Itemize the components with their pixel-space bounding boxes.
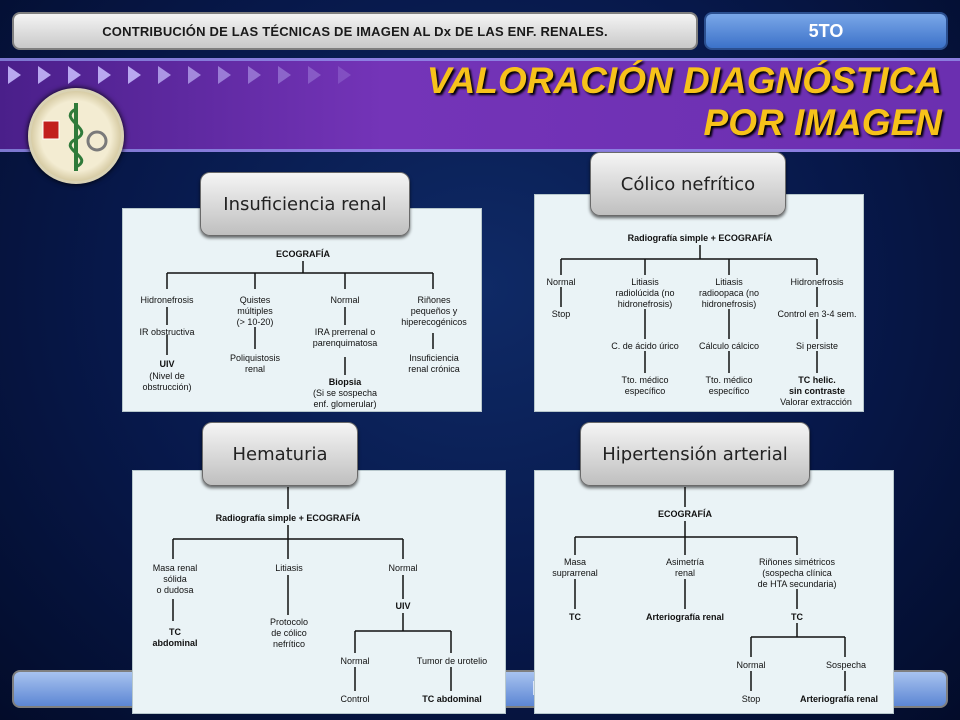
flow-node: Biopsia	[328, 377, 362, 387]
flow-node: Sospecha	[825, 660, 867, 670]
flow-node: TC	[569, 612, 581, 622]
flow-node: Normal	[388, 563, 418, 573]
flowchart-connectors	[172, 487, 452, 691]
chevron-icon	[278, 66, 291, 84]
flow-node: UIV	[395, 601, 411, 611]
flow-node: Riñones simétricos (sospecha clínica de …	[757, 557, 837, 589]
flow-node: TC abdominal	[152, 627, 198, 648]
caduceus-icon	[42, 103, 108, 171]
flow-node: Valorar extracción	[780, 397, 852, 407]
flow-node: Normal	[546, 277, 576, 287]
slide-title-line2: POR IMAGEN	[703, 102, 942, 143]
chevron-icon	[308, 66, 321, 84]
chevron-icon	[188, 66, 201, 84]
flow-node: Masa renal sólida o dudosa	[152, 563, 198, 595]
flow-node: UIV	[159, 359, 175, 369]
flow-node: Tto. médico específico	[705, 375, 753, 396]
grade-label: 5TO	[808, 20, 844, 41]
flowchart-hematuria: Radiografía simple + ECOGRAFÍA Masa rena…	[132, 470, 506, 714]
flow-node: Riñones pequeños y hiperecogénicos	[401, 295, 467, 327]
flow-node: TC helic. sin contraste	[788, 375, 846, 396]
flow-node: Normal	[736, 660, 766, 670]
chevron-icon	[248, 66, 261, 84]
chevron-icon	[38, 66, 51, 84]
flow-node: Hidronefrosis	[140, 295, 194, 305]
flow-node: Litiasis radiolúcida (no hidronefrosis)	[615, 277, 675, 309]
chevron-icon	[338, 66, 351, 84]
flow-node: Hidronefrosis	[790, 277, 844, 287]
category-label-text: Hematuria	[232, 443, 328, 465]
flow-node: Stop	[741, 694, 761, 704]
category-label-text: Hipertensión arterial	[602, 443, 788, 465]
flow-node: TC	[791, 612, 803, 622]
flow-node: (Nivel de obstrucción)	[142, 371, 192, 392]
flowchart-insuficiencia-renal: ECOGRAFÍA Hidronefrosis Quistes múltiple…	[122, 208, 482, 412]
flow-node: Litiasis	[275, 563, 303, 573]
flow-node: Normal	[340, 656, 370, 666]
chevron-icon	[158, 66, 171, 84]
flow-node: Tto. médico específico	[621, 375, 669, 396]
slide-title: VALORACIÓN DIAGNÓSTICA POR IMAGEN	[427, 60, 942, 144]
flow-node: Arteriografía renal	[645, 612, 725, 622]
section-banner	[0, 58, 960, 152]
flow-node: IR obstructiva	[139, 327, 195, 337]
category-label-text: Cólico nefrítico	[620, 173, 756, 195]
institution-seal-logo	[28, 88, 124, 184]
presentation-title-bar: CONTRIBUCIÓN DE LAS TÉCNICAS DE IMAGEN A…	[12, 12, 698, 50]
category-label-colico-nefritico: Cólico nefrítico	[590, 152, 786, 216]
flow-node: Normal	[330, 295, 360, 305]
category-label-insuficiencia-renal: Insuficiencia renal	[200, 172, 410, 236]
flow-node: Poliquistosis renal	[229, 353, 281, 374]
flow-node: Control en 3-4 sem.	[777, 309, 857, 319]
flow-node: ECOGRAFÍA	[658, 509, 712, 519]
flow-node: ECOGRAFÍA	[276, 249, 330, 259]
slide-title-line1: VALORACIÓN DIAGNÓSTICA	[426, 60, 942, 101]
flow-node: Quistes múltiples (> 10-20)	[236, 295, 274, 327]
flowchart-connectors	[166, 261, 434, 375]
chevron-icon	[128, 66, 141, 84]
chevron-icon	[8, 66, 21, 84]
flow-node: Cálculo cálcico	[698, 341, 760, 351]
chevron-icon	[218, 66, 231, 84]
flowchart-colico-nefritico: Radiografía simple + ECOGRAFÍA Normal Li…	[534, 194, 864, 412]
chevron-icon	[98, 66, 111, 84]
flow-node: Radiografía simple + ECOGRAFÍA	[627, 233, 773, 243]
flow-node: TC abdominal	[422, 694, 482, 704]
flow-node: IRA prerrenal o parenquimatosa	[312, 327, 378, 348]
category-label-hematuria: Hematuria	[202, 422, 358, 486]
flow-node: Stop	[551, 309, 571, 319]
category-label-text: Insuficiencia renal	[223, 193, 387, 215]
grade-badge: 5TO	[704, 12, 948, 50]
flowchart-connectors	[560, 245, 818, 373]
flow-node: Control	[340, 694, 370, 704]
banner-top-line	[0, 58, 960, 61]
category-label-hipertension-arterial: Hipertensión arterial	[580, 422, 810, 486]
banner-bottom-line	[0, 149, 960, 152]
flow-node: Si persiste	[795, 341, 839, 351]
flow-node: C. de ácido úrico	[611, 341, 679, 351]
flowchart-connectors	[574, 487, 846, 691]
presentation-title: CONTRIBUCIÓN DE LAS TÉCNICAS DE IMAGEN A…	[102, 23, 608, 39]
flow-node: Arteriografía renal	[799, 694, 879, 704]
flow-node: Protocolo de cólico nefrítico	[269, 617, 309, 649]
flow-node: Masa suprarrenal	[552, 557, 598, 578]
flow-node: Insuficiencia renal crónica	[408, 353, 460, 374]
flow-node: Tumor de urotelio	[416, 656, 488, 666]
flow-node: (Si se sospecha enf. glomerular)	[312, 388, 378, 409]
flow-node: Asimetría renal	[665, 557, 704, 578]
chevron-icon	[68, 66, 81, 84]
flow-node: Radiografía simple + ECOGRAFÍA	[215, 513, 361, 523]
flow-node: Litiasis radioopaca (no hidronefrosis)	[698, 277, 760, 309]
flowchart-hipertension-arterial: ECOGRAFÍA Masa suprarrenal Asimetría ren…	[534, 470, 894, 714]
